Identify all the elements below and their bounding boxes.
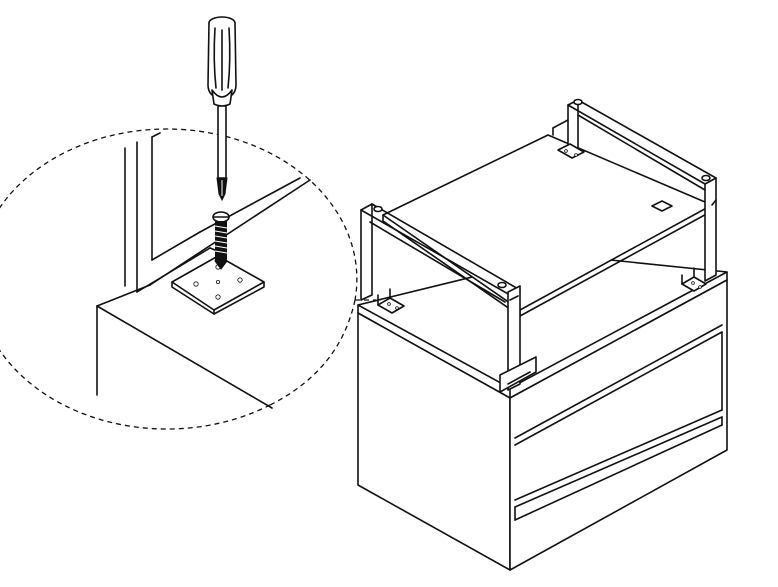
frame-screws	[373, 98, 711, 289]
mounting-plate-icon	[171, 255, 265, 315]
support-frame-drawing	[360, 98, 717, 393]
brackets	[377, 143, 707, 314]
screw-icon	[212, 211, 230, 270]
magnifier-circle-lower	[269, 299, 356, 406]
detail-callout	[0, 16, 358, 430]
cabinet-drawing	[357, 254, 728, 571]
detail-frame-upright	[124, 132, 301, 293]
screwdriver-icon	[207, 16, 237, 202]
drawer-fronts	[514, 324, 723, 521]
